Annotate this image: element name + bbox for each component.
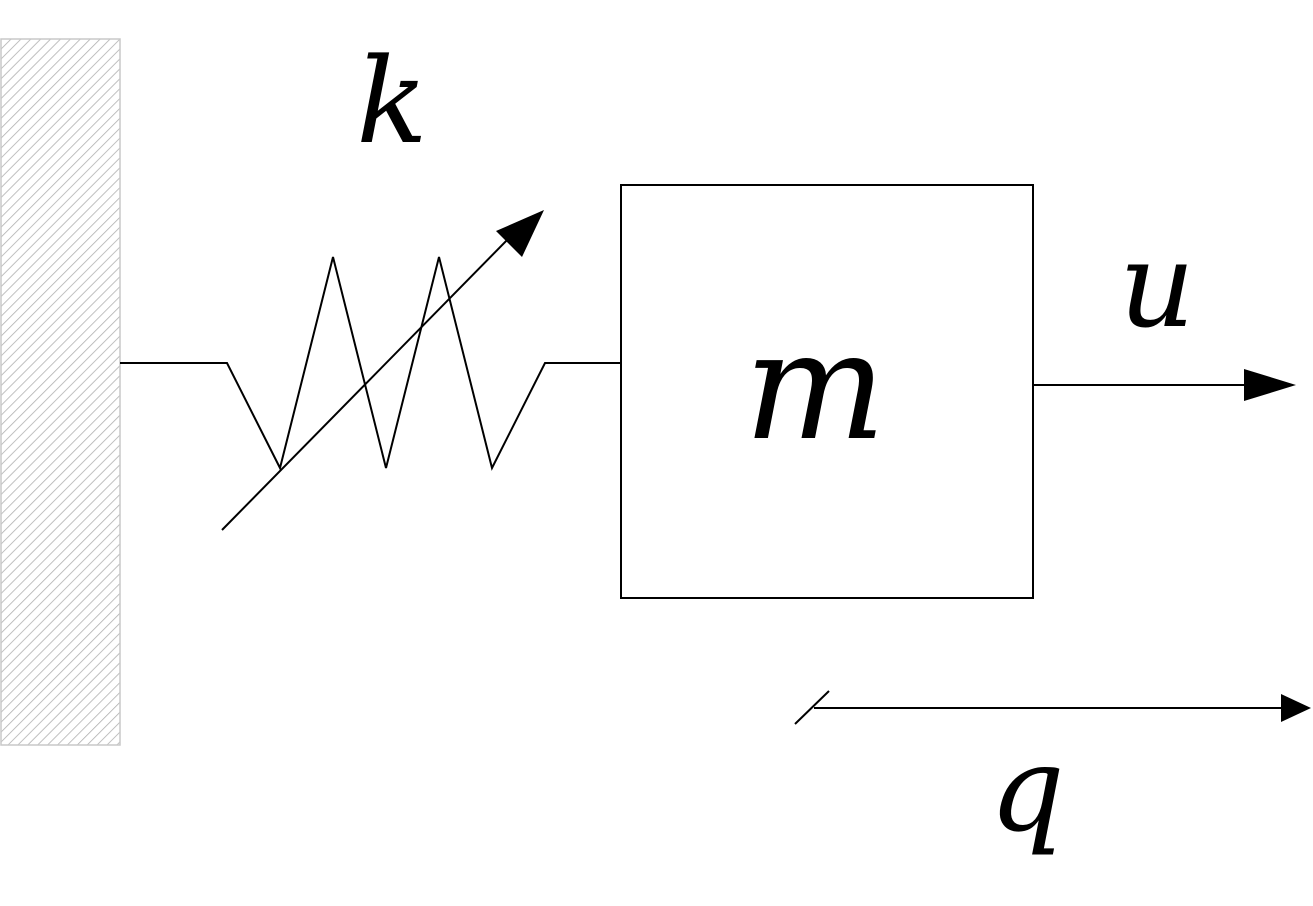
displacement-label: q	[989, 720, 1065, 858]
spring-constant-label: k	[356, 32, 428, 170]
spring	[120, 256, 621, 471]
variable-stiffness-arrow-head	[496, 210, 544, 257]
force-arrow-head	[1244, 369, 1296, 401]
mass-label: m	[744, 300, 886, 474]
displacement-origin-tick	[794, 690, 830, 725]
mass-block	[620, 184, 1034, 599]
force-label: u	[1119, 216, 1195, 354]
displacement-arrow-head	[1281, 694, 1311, 722]
fixed-wall	[0, 38, 121, 746]
variable-stiffness-arrow-shaft	[221, 234, 513, 531]
